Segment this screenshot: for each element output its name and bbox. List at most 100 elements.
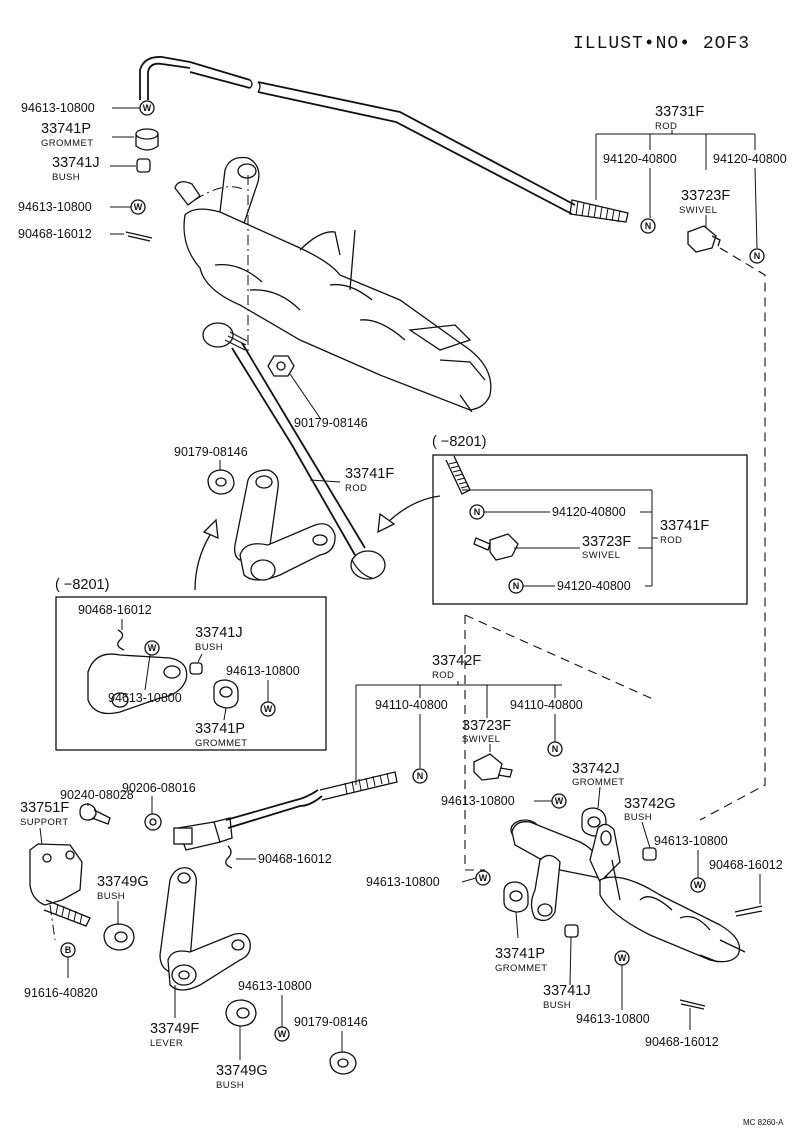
grommet-33741P-inset bbox=[213, 679, 239, 709]
washer-icon: W bbox=[264, 704, 273, 714]
washer-94613-inset-a: W bbox=[144, 640, 160, 656]
swivel-33723F-low bbox=[473, 753, 513, 781]
label-33742G: 33742G bbox=[624, 796, 676, 812]
label-94613-10800-inset-a: 94613-10800 bbox=[226, 664, 300, 678]
label-33749G-b: 33749G bbox=[216, 1063, 268, 1079]
washer-icon: W bbox=[479, 873, 488, 883]
grommet-33741P-top bbox=[135, 128, 159, 151]
bolt-90240 bbox=[79, 803, 111, 825]
support-33751F bbox=[29, 843, 91, 927]
label-94120-40800-a: 94120-40800 bbox=[603, 152, 677, 166]
nut-90179-lower bbox=[329, 1051, 357, 1075]
nut-icon: N bbox=[754, 251, 761, 261]
dashed-connection-mid bbox=[464, 615, 485, 871]
washer-94613-low-d: W bbox=[614, 950, 630, 966]
direction-arrow bbox=[384, 495, 441, 526]
centerline bbox=[49, 904, 56, 941]
grommet-33741P-low bbox=[503, 881, 529, 913]
nut-94120-b: N bbox=[749, 248, 765, 264]
washer-icon: W bbox=[694, 880, 703, 890]
shift-shaft-assembly-lower bbox=[510, 819, 746, 963]
range-label-lower: ( −8201) bbox=[55, 577, 109, 593]
lever-33749F bbox=[159, 867, 251, 991]
label-33723F-top-desc: SWIVEL bbox=[679, 205, 717, 216]
cotter-pin-top bbox=[125, 231, 153, 242]
label-94110-40800-a: 94110-40800 bbox=[375, 698, 448, 712]
nut-icon: N bbox=[513, 581, 520, 591]
bolt-icon: B bbox=[65, 945, 72, 955]
label-94613-10800-low-e: 94613-10800 bbox=[238, 979, 312, 993]
label-33741P-low-desc: GROMMET bbox=[495, 963, 547, 974]
rod-33731F-callout: 33731F ROD bbox=[595, 104, 756, 200]
washer-icon: W bbox=[618, 953, 627, 963]
label-94110-40800-b: 94110-40800 bbox=[510, 698, 583, 712]
label-33742G-desc: BUSH bbox=[624, 812, 652, 823]
label-33723F-top: 33723F bbox=[681, 188, 730, 204]
rod-33741F bbox=[202, 322, 386, 580]
arrow-head bbox=[202, 518, 219, 540]
bush-33749G-a bbox=[103, 923, 135, 951]
nut-94110-a: N bbox=[412, 768, 428, 784]
label-33741P-low: 33741P bbox=[495, 946, 545, 962]
label-90468-16012-top: 90468-16012 bbox=[18, 227, 92, 241]
label-90206-08016: 90206-08016 bbox=[122, 781, 196, 795]
washer-94613-top: W bbox=[139, 100, 155, 116]
label-33741F-mid: 33741F bbox=[345, 466, 394, 482]
label-33731F: 33731F bbox=[655, 104, 704, 120]
label-33723F-low-desc: SWIVEL bbox=[462, 734, 500, 745]
label-33742F-desc: ROD bbox=[432, 670, 454, 681]
illustration-number: ILLUST•NO• 2OF3 bbox=[573, 34, 750, 54]
label-94613-10800-inset-b: 94613-10800 bbox=[108, 691, 182, 705]
label-33731F-desc: ROD bbox=[655, 121, 677, 132]
washer-94613-low-e: W bbox=[274, 1026, 290, 1042]
label-94120-40800-b: 94120-40800 bbox=[713, 152, 787, 166]
nut-icon: N bbox=[474, 507, 481, 517]
nut-94120-c: N bbox=[469, 504, 485, 520]
label-33741J-low-desc: BUSH bbox=[543, 1000, 571, 1011]
label-33751F: 33751F bbox=[20, 800, 69, 816]
label-94120-40800-c: 94120-40800 bbox=[552, 505, 626, 519]
label-94120-40800-d: 94120-40800 bbox=[557, 579, 631, 593]
washer-icon: W bbox=[143, 103, 152, 113]
bush-33742G bbox=[642, 847, 657, 861]
label-33749F: 33749F bbox=[150, 1021, 199, 1037]
label-90468-16012-low-b: 90468-16012 bbox=[258, 852, 332, 866]
label-33749G-a-desc: BUSH bbox=[97, 891, 125, 902]
label-33741J-inset-desc: BUSH bbox=[195, 642, 223, 653]
nut-94120-d: N bbox=[508, 578, 524, 594]
nut-icon: N bbox=[417, 771, 424, 781]
label-94613-10800-low-d: 94613-10800 bbox=[576, 1012, 650, 1026]
label-91616-40820: 91616-40820 bbox=[24, 986, 98, 1000]
long-shift-rod bbox=[139, 56, 629, 223]
label-33723F-inset: 33723F bbox=[582, 534, 631, 550]
washer-icon: W bbox=[555, 796, 564, 806]
drawing-code: MC 8260-A bbox=[743, 1118, 784, 1127]
label-94613-10800-low-a: 94613-10800 bbox=[441, 794, 515, 808]
label-33742J: 33742J bbox=[572, 761, 620, 777]
rod-33742F-callout bbox=[355, 681, 562, 785]
label-33741F-mid-desc: ROD bbox=[345, 483, 367, 494]
label-90179-08146-lower: 90179-08146 bbox=[294, 1015, 368, 1029]
label-33741P-top: 33741P bbox=[41, 121, 91, 137]
washer-icon: W bbox=[148, 643, 157, 653]
label-90468-16012-low-c: 90468-16012 bbox=[645, 1035, 719, 1049]
cotter-pin-low-b bbox=[225, 845, 233, 869]
bolt-91616: B bbox=[60, 942, 76, 958]
bush-33741J-inset bbox=[189, 662, 203, 675]
label-33723F-inset-desc: SWIVEL bbox=[582, 550, 620, 561]
rod-end-inset bbox=[445, 455, 471, 495]
label-33749G-a: 33749G bbox=[97, 874, 149, 890]
nut-icon: N bbox=[552, 744, 559, 754]
label-90468-16012-low-a: 90468-16012 bbox=[709, 858, 783, 872]
label-90179-08146-middle: 90179-08146 bbox=[174, 445, 248, 459]
nut-icon: N bbox=[645, 221, 652, 231]
label-33741P-inset-desc: GROMMET bbox=[195, 738, 247, 749]
label-33741J-inset: 33741J bbox=[195, 625, 243, 641]
label-90240-08028: 90240-08028 bbox=[60, 788, 134, 802]
rod-33742F bbox=[173, 771, 398, 851]
swivel-33723F-inset bbox=[473, 533, 519, 561]
label-33741J-low: 33741J bbox=[543, 983, 591, 999]
shift-lever-middle bbox=[234, 469, 336, 581]
